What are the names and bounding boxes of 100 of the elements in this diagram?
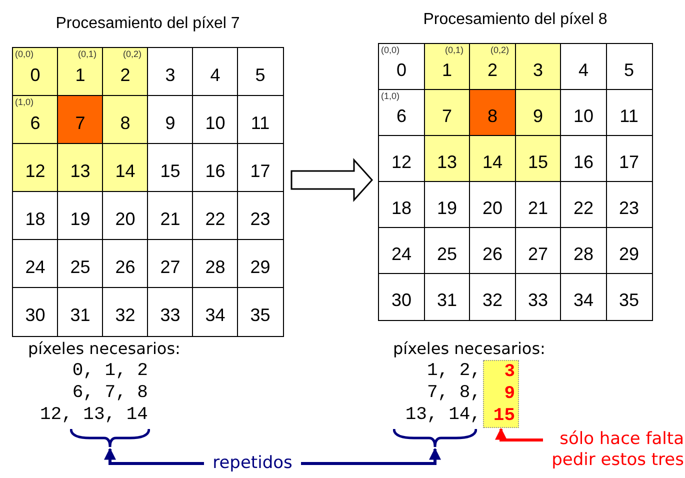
- pixel-cell: [424, 43, 470, 90]
- pixel-number: 10: [573, 106, 594, 126]
- pixel-cell: [237, 239, 284, 288]
- pixel-cell: [560, 43, 607, 90]
- pixel-cell: [147, 191, 194, 240]
- pixel-number: 8: [487, 106, 498, 126]
- pixel-number: 0: [30, 64, 40, 85]
- pixel-number: 13: [70, 160, 90, 181]
- pixel-cell: [102, 239, 148, 288]
- pixel-number: 25: [436, 244, 458, 264]
- pixel-number: 5: [255, 64, 266, 85]
- pixel-number: 3: [532, 60, 543, 80]
- pixel-cell: [560, 89, 607, 136]
- pixel-number: 5: [624, 60, 634, 80]
- pixel-number: 8: [120, 112, 130, 133]
- pixel-cell: [192, 47, 238, 96]
- pixel-number: 28: [205, 256, 226, 277]
- pixel-cell: [237, 95, 284, 144]
- pixel-cell: [560, 227, 607, 274]
- pixel-cell: [237, 191, 284, 240]
- pixel-cell: [606, 227, 652, 274]
- pixel-number: 29: [250, 256, 270, 277]
- pixel-number: 19: [70, 208, 90, 229]
- pixel-cell: [237, 47, 284, 96]
- pixel-cell: [469, 135, 516, 182]
- grid-title: Procesamiento del píxel 8: [422, 11, 608, 29]
- pixel-number: 13: [436, 152, 458, 172]
- pixel-cell: [469, 181, 516, 228]
- pixel-number: 3: [503, 361, 515, 383]
- pixel-number: 27: [528, 244, 548, 264]
- pixel-cell: [606, 43, 652, 90]
- coordinate-label: (1,0): [381, 91, 400, 101]
- pixel-cell: [102, 191, 148, 240]
- pixel-cell: [514, 135, 562, 182]
- pixel-list-line: 7, 8,: [426, 382, 481, 404]
- pixel-number: 34: [573, 290, 594, 310]
- pixel-cell: [57, 47, 104, 96]
- coordinate-label: (0,0): [381, 45, 400, 55]
- pixel-number: 26: [482, 244, 503, 264]
- pixel-cell: [12, 287, 58, 336]
- pixel-number: 15: [160, 160, 180, 181]
- pixel-cell: [514, 273, 562, 320]
- pixel-number: 4: [210, 64, 220, 85]
- pixel-cell: [424, 273, 470, 320]
- pixel-number: 0: [396, 60, 406, 80]
- pixel-number: 9: [503, 383, 515, 405]
- pixel-cell: [560, 135, 607, 182]
- pixel-list-line: 1, 2,: [426, 360, 481, 382]
- pixel-number: 21: [528, 198, 548, 218]
- pixel-number: 17: [250, 160, 270, 181]
- pixel-number: 7: [75, 112, 86, 133]
- highlight-box: [483, 360, 519, 428]
- pixel-cell: [192, 95, 238, 144]
- pixel-cell: [57, 95, 104, 144]
- pixel-cell: [147, 287, 194, 336]
- pixel-number: 24: [25, 256, 46, 277]
- pixel-number: 18: [391, 198, 412, 218]
- pixel-number: 3: [165, 64, 176, 85]
- pixel-cell: [469, 89, 516, 136]
- pixel-cell: [606, 89, 652, 136]
- pixel-cell: [237, 143, 284, 192]
- pixel-cell: [378, 43, 425, 90]
- pixel-cell: [378, 181, 425, 228]
- pixel-cell: [606, 181, 652, 228]
- pixel-number: 32: [482, 290, 503, 310]
- grid-title: Procesamiento del píxel 7: [54, 15, 241, 33]
- pixel-cell: [102, 287, 148, 336]
- pixel-number: 6: [30, 112, 40, 133]
- pixel-number: 25: [70, 256, 90, 277]
- coordinate-label: (0,1): [78, 49, 96, 59]
- pixel-number: 15: [528, 152, 548, 172]
- pixel-cell: [606, 135, 652, 182]
- pixel-number: 22: [573, 198, 594, 218]
- pixel-number: 20: [115, 208, 136, 229]
- pixel-number: 17: [618, 152, 640, 172]
- pixel-number: 19: [436, 198, 458, 218]
- pixel-number: 30: [391, 290, 412, 310]
- pixel-number: 6: [396, 106, 406, 126]
- coordinate-label: (1,0): [15, 97, 34, 107]
- pixel-number: 7: [442, 106, 452, 126]
- pixel-cell: [378, 89, 425, 136]
- pixel-cell: [147, 47, 194, 96]
- coordinate-label: (0,2): [122, 49, 142, 59]
- pixel-list-line: 6, 7, 8: [71, 382, 148, 404]
- pixel-cell: [147, 239, 194, 288]
- coordinate-label: (0,2): [490, 45, 509, 55]
- pixel-cell: [57, 239, 104, 288]
- pixel-number: 9: [165, 112, 176, 133]
- pixel-number: 23: [618, 198, 640, 218]
- pixel-cell: [469, 227, 516, 274]
- pixel-cell: [469, 273, 516, 320]
- pixel-cell: [378, 227, 425, 274]
- list-heading: píxeles necesarios:: [393, 338, 546, 360]
- pixel-cell: [237, 287, 284, 336]
- pixel-number: 26: [115, 256, 136, 277]
- pixel-cell: [192, 287, 238, 336]
- pixel-cell: [192, 239, 238, 288]
- pixel-number: 31: [70, 304, 90, 325]
- pixel-list-line: 0, 1, 2: [71, 360, 148, 382]
- pixel-number: 22: [205, 208, 226, 229]
